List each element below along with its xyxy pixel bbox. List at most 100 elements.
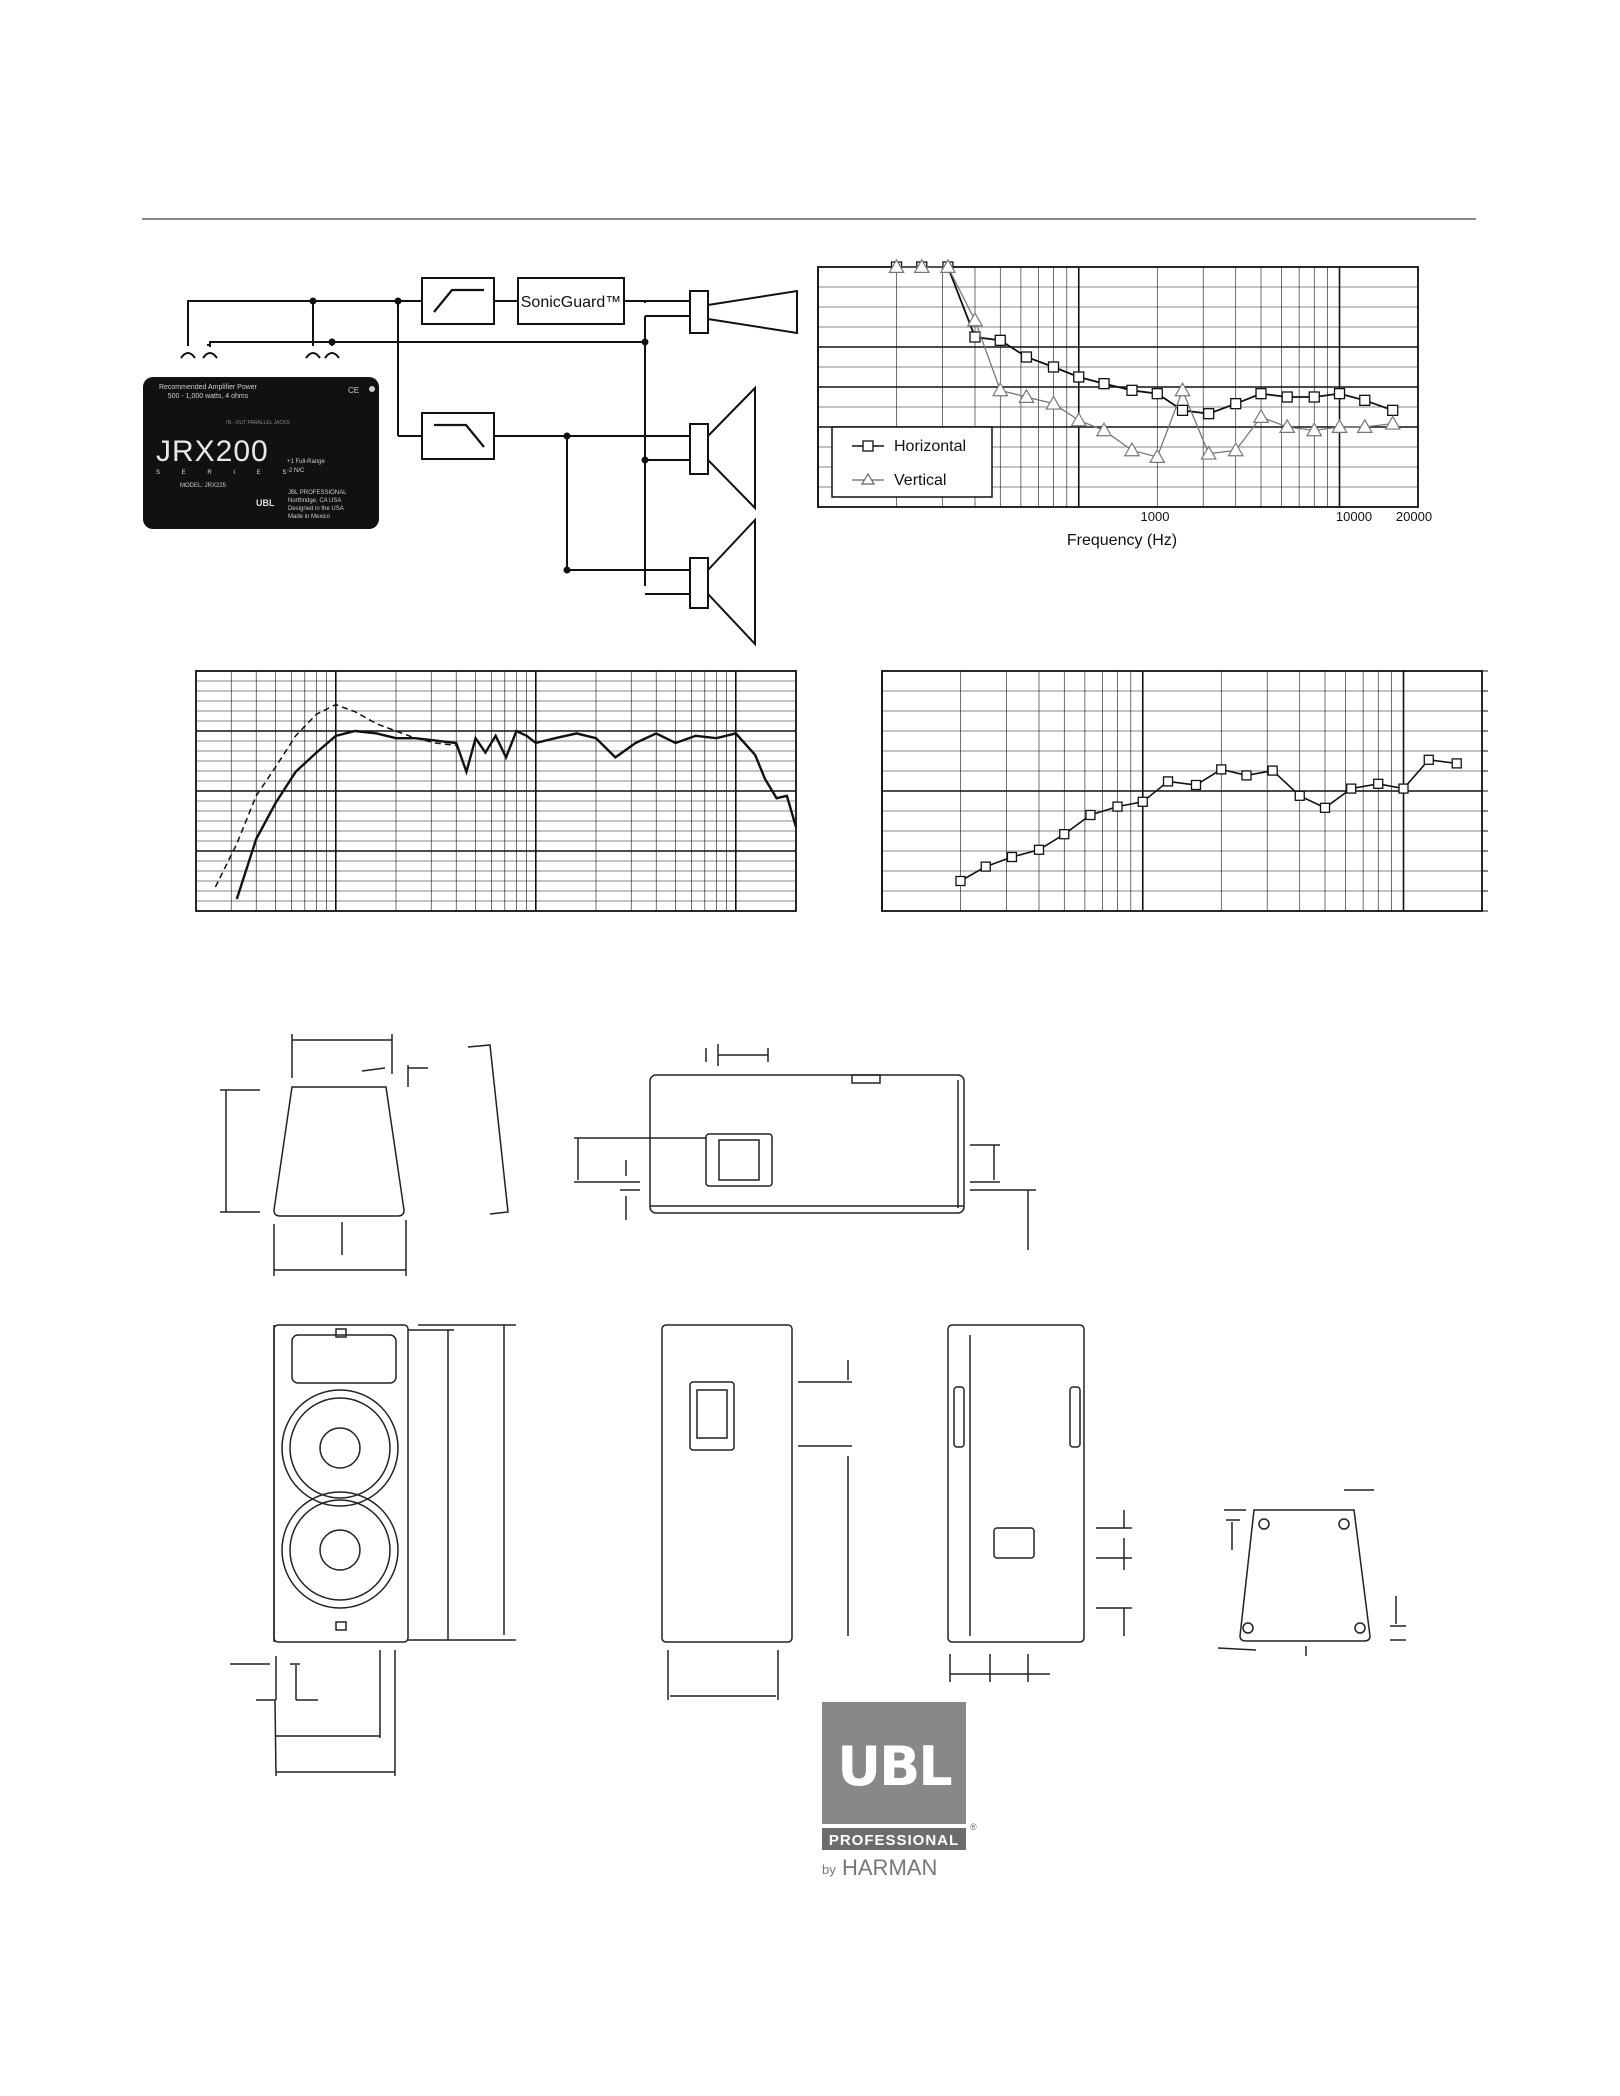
jbl-logo-badge: PROFESSIONAL [829,1832,959,1849]
point-vertical [966,311,984,327]
panel-model: MODEL: JRX225 [180,483,227,489]
directivity-point [1006,851,1018,863]
panel-power-line2: 500 - 1,000 watts, 4 ohms [168,393,249,400]
point-vertical [1384,415,1401,430]
point-horizontal [1333,388,1346,400]
directivity-point [1451,758,1462,769]
response-curve-dashed [214,703,457,888]
point-vertical [888,258,905,273]
point-horizontal [1255,388,1267,400]
beamwidth-chart [817,258,1419,508]
point-vertical [1278,418,1296,433]
point-vertical [913,258,930,273]
panel-ce-mark: CE [348,386,359,395]
directivity-line [960,758,1457,882]
tick-1000: 1000 [1141,509,1170,524]
point-vertical [992,381,1009,397]
response-curve-solid [235,729,798,900]
top-side-view-outline [649,1074,965,1214]
directivity-point [1216,764,1227,775]
panel-series: S E R I E S [156,470,296,476]
directivity-point [1112,801,1123,812]
point-horizontal [1230,398,1242,410]
jbl-logo: UBL PROFESSIONAL ® by HARMAN [822,1702,977,1880]
point-horizontal [1308,391,1320,403]
panel-mfr-line4: Made in Mexico [288,514,331,520]
point-horizontal [1176,404,1189,416]
panel-mfr-line3: Designed in the USA [288,506,344,512]
directivity-point [1162,776,1174,787]
sonicguard-label: SonicGuard™ [521,294,622,311]
point-horizontal [1126,384,1138,396]
directivity-point [1137,796,1148,807]
directivity-point [1241,770,1252,781]
point-horizontal [1203,408,1215,420]
panel-mfr-line2: Northridge, CA USA [288,498,341,504]
point-vertical [1356,418,1374,433]
jbl-logo-by: by [822,1862,836,1877]
jbl-logo-harman: HARMAN [842,1855,937,1880]
point-vertical [1306,421,1323,437]
point-vertical [1123,441,1141,457]
directivity-point [1373,778,1384,789]
panel-parallel-jacks: IN - OUT PARALLEL JACKS [226,420,290,426]
point-horizontal [1281,391,1293,403]
point-horizontal [1098,378,1110,390]
side-view-outline [947,1324,1085,1643]
beamwidth-legend: Horizontal Vertical [831,426,993,498]
directivity-point [1294,790,1305,801]
point-horizontal [1047,361,1060,373]
directivity-point [1190,779,1202,791]
bottom-view-outline [1239,1509,1371,1642]
point-horizontal [1020,351,1033,363]
directivity-point [955,875,966,887]
point-horizontal [1359,394,1371,406]
panel-input1: +1 Full-Range [287,459,326,465]
directivity-point [1033,844,1045,855]
tick-10000: 10000 [1336,509,1372,524]
plot-frame [817,266,1419,508]
point-vertical [1149,448,1166,463]
point-vertical [939,258,957,273]
top-view-outline [273,1086,405,1217]
jbl-logo-registered: ® [970,1822,977,1832]
directivity-point [980,861,991,872]
point-vertical [1070,411,1087,427]
rear-view-outline [661,1324,793,1643]
directivity-chart [881,670,1488,912]
point-horizontal [1151,388,1163,400]
point-horizontal [1073,371,1085,383]
dimension-drawings [220,1034,1406,1777]
directivity-point [1346,783,1357,794]
legend-vertical: Vertical [894,472,946,489]
legend-horizontal: Horizontal [894,438,966,455]
directivity-point [1423,754,1434,765]
point-horizontal [994,334,1006,346]
directivity-point [1398,783,1409,794]
panel-input2: -2 N/C [287,468,305,474]
jbl-logo-mark: UBL [837,1735,951,1798]
beamwidth-xlabel: Frequency (Hz) [1067,532,1177,549]
plot-frame [195,670,797,912]
tick-20000: 20000 [1396,509,1432,524]
point-vertical [1174,381,1191,397]
directivity-point [1059,829,1070,840]
point-vertical [1018,388,1035,403]
panel-brand: JRX200 [156,435,269,468]
directivity-point [1267,765,1278,776]
rear-input-panel: Recommended Amplifier Power 500 - 1,000 … [143,377,379,529]
panel-mini-logo: UBL [256,498,275,508]
point-vertical [1331,418,1348,433]
point-horizontal [969,331,981,343]
point-vertical [1200,445,1217,460]
series-line-vertical [896,266,1393,458]
directivity-point [1085,809,1096,821]
point-vertical [1252,408,1270,423]
point-horizontal [1387,404,1399,416]
point-vertical [1095,421,1113,437]
frequency-response-chart [195,670,798,912]
point-vertical [1227,441,1244,457]
directivity-point [1319,802,1331,813]
panel-power-line1: Recommended Amplifier Power [159,384,258,391]
